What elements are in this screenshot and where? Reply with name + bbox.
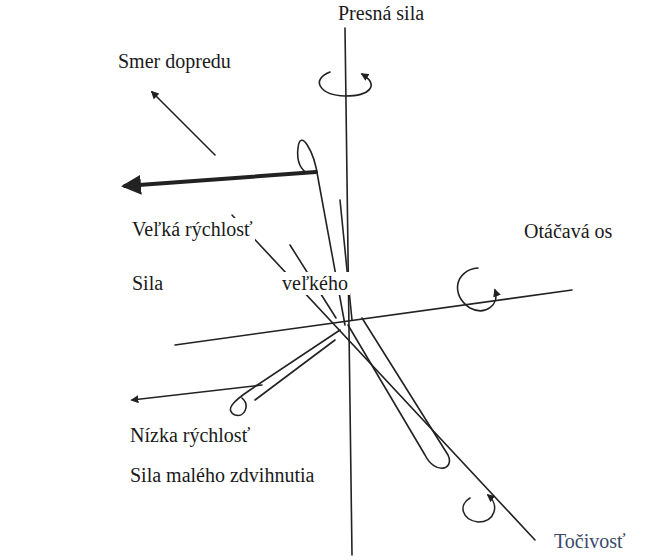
rotation-arrow bbox=[458, 268, 496, 311]
speed-label: Nízka rýchlosť bbox=[128, 424, 252, 447]
forward-arrow bbox=[152, 92, 215, 155]
lower-left-blade bbox=[230, 330, 340, 415]
force-label: Sila bbox=[130, 272, 165, 295]
torque-label: Točivosť bbox=[552, 530, 628, 553]
direction-label: Smer dopredu bbox=[116, 50, 233, 73]
speed-label: Veľká rýchlosť bbox=[130, 218, 255, 241]
force-label: Presná sila bbox=[336, 2, 426, 25]
force-label: veľkého bbox=[280, 272, 350, 295]
axis-label: Otáčavá os bbox=[522, 220, 614, 243]
blade-edge bbox=[340, 200, 352, 320]
lift-label: Sila malého zdvihnutia bbox=[128, 464, 316, 487]
upper-blade bbox=[298, 140, 345, 325]
blade-edge bbox=[255, 340, 335, 400]
low-speed-arrow bbox=[132, 385, 262, 400]
high-speed-arrow bbox=[125, 172, 316, 186]
rotation-arrow bbox=[463, 495, 495, 522]
lower-right-blade bbox=[348, 318, 449, 468]
rotation-arrow bbox=[319, 72, 371, 96]
torque-axis bbox=[232, 215, 535, 540]
